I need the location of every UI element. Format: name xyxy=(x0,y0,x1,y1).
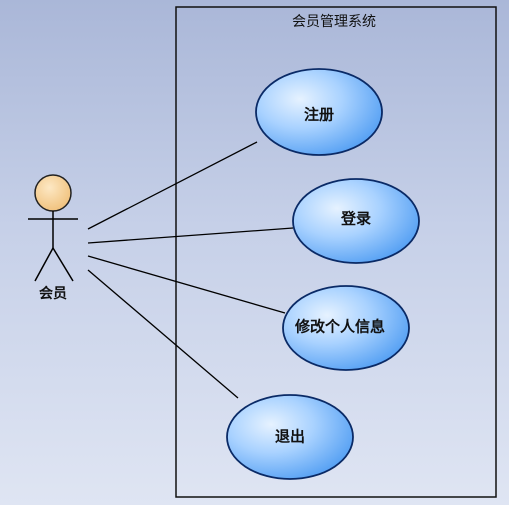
association-login xyxy=(87,227,294,244)
use-case-login[interactable]: 登录 xyxy=(292,178,420,264)
associations xyxy=(87,141,294,399)
use-case-label: 登录 xyxy=(340,210,371,228)
use-case-ellipse xyxy=(292,178,420,264)
actor-member[interactable]: 会员 xyxy=(28,174,78,302)
actor-label: 会员 xyxy=(39,285,67,302)
system-boundary: 会员管理系统 xyxy=(175,6,497,498)
actor-head xyxy=(34,174,72,212)
use-case-register[interactable]: 注册 xyxy=(255,68,383,156)
association-register xyxy=(87,141,258,230)
use-case-ellipse xyxy=(226,394,354,480)
actor-left-leg xyxy=(34,247,54,282)
use-case-label: 退出 xyxy=(275,428,305,446)
use-case-ellipse xyxy=(282,285,410,371)
system-boundary-box xyxy=(175,6,497,498)
association-logout xyxy=(87,269,239,399)
association-edit-profile xyxy=(87,255,286,314)
use-case-label: 修改个人信息 xyxy=(294,318,385,336)
use-case-edit-profile[interactable]: 修改个人信息 xyxy=(282,285,410,371)
actor-right-leg xyxy=(52,247,74,282)
use-case-logout[interactable]: 退出 xyxy=(226,394,354,480)
system-title: 会员管理系统 xyxy=(292,14,376,30)
use-case-ellipse xyxy=(255,68,383,156)
use-case-label: 注册 xyxy=(304,106,334,124)
